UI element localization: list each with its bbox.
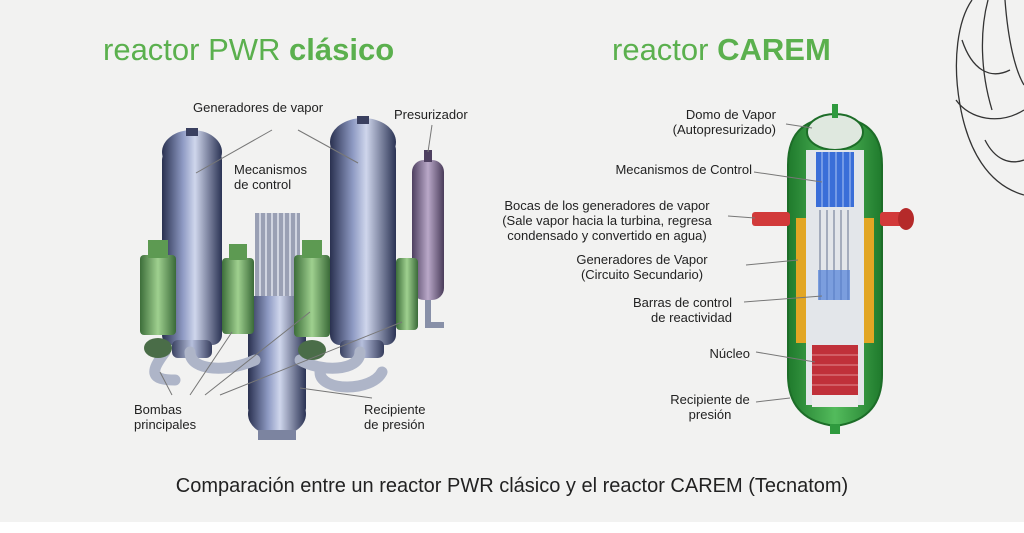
- label-generadores-de-vapor-carem: Generadores de Vapor(Circuito Secundario…: [576, 252, 708, 282]
- title-carem: reactor CAREM: [612, 32, 831, 68]
- label-nucleo: Núcleo: [709, 346, 750, 361]
- pwr-pressure-vessel: [248, 213, 306, 440]
- reactor-illustrations: [140, 0, 1024, 440]
- title-carem-normal: reactor: [612, 32, 718, 67]
- label-domo-de-vapor: Domo de Vapor(Autopresurizado): [672, 107, 776, 137]
- pwr-steam-generator-right: [330, 116, 396, 358]
- pwr-steam-generator-left: [162, 128, 222, 358]
- figure-stage: reactor PWR clásico reactor CAREM Genera…: [0, 0, 1024, 522]
- title-carem-bold: CAREM: [717, 32, 831, 67]
- pwr-pressurizer: [412, 150, 444, 328]
- carem-reactor-drawing: [727, 104, 914, 434]
- carem-steam-dome: [806, 113, 864, 151]
- hand-sketch-decoration: [955, 0, 1024, 196]
- carem-leader-lines: [727, 123, 823, 403]
- carem-steam-generator-right: [864, 218, 874, 343]
- carem-steam-generator-left: [796, 218, 806, 343]
- figure-caption: Comparación entre un reactor PWR clásico…: [175, 475, 849, 497]
- label-bocas-generadores: Bocas de los generadores de vapor(Sale v…: [502, 198, 712, 243]
- label-mecanismos-de-control-carem: Mecanismos de Control: [615, 162, 752, 177]
- carem-nozzle-left: [752, 212, 790, 226]
- label-presurizador: Presurizador: [394, 107, 468, 122]
- label-generadores-de-vapor: Generadores de vapor: [193, 100, 324, 115]
- title-pwr: reactor PWR clásico: [103, 32, 394, 68]
- pwr-leader-lines: [159, 124, 433, 399]
- title-pwr-normal: reactor PWR: [103, 32, 290, 67]
- pwr-main-pumps: [140, 240, 418, 360]
- carem-core: [812, 345, 858, 395]
- title-pwr-bold: clásico: [289, 32, 395, 67]
- pwr-reactor-drawing: [140, 116, 444, 440]
